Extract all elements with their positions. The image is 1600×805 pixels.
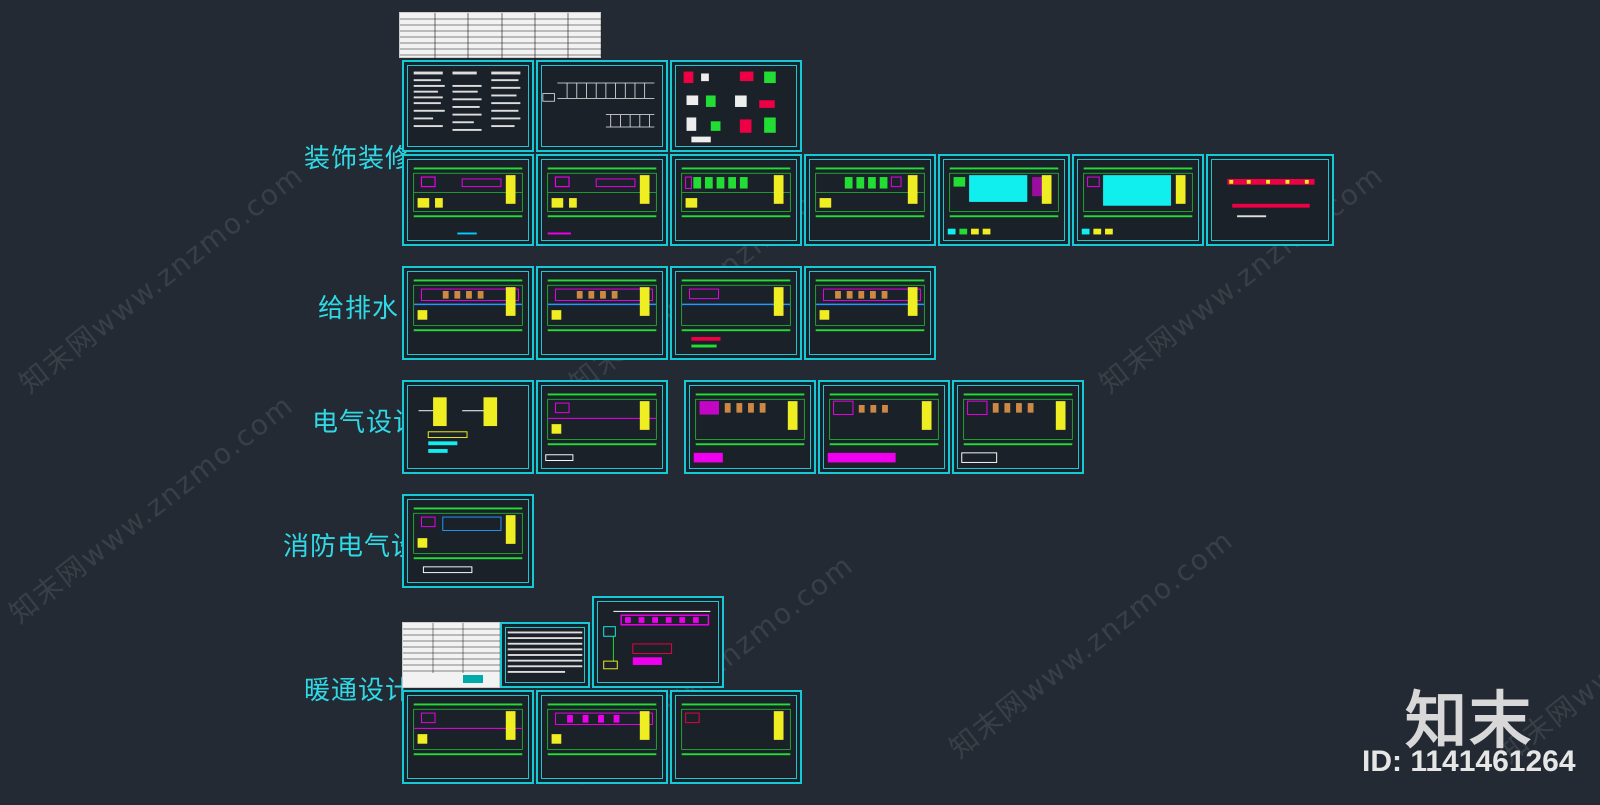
- sheet-electrical-system[interactable]: [402, 380, 534, 474]
- section-label-decoration: 装饰装修: [304, 144, 413, 174]
- sheet-floor-plan[interactable]: [402, 154, 534, 246]
- sheet-elevation[interactable]: [1206, 154, 1334, 246]
- section-label-hvac: 暖通设计: [304, 676, 413, 706]
- sheet-water-plan[interactable]: [402, 266, 534, 360]
- sheet-floor-plan-finish[interactable]: [938, 154, 1070, 246]
- sheet-design-notes[interactable]: [402, 60, 534, 152]
- sheet-detail-drawings[interactable]: [670, 60, 802, 152]
- sheet-water-plan[interactable]: [670, 266, 802, 360]
- sheet-electrical-plan[interactable]: [952, 380, 1084, 474]
- sheet-floor-plan[interactable]: [536, 154, 668, 246]
- sheet-floor-plan[interactable]: [804, 154, 936, 246]
- sheet-water-plan[interactable]: [804, 266, 936, 360]
- watermark: 知末网www.znzmo.com: [943, 522, 1240, 765]
- sheet-hvac-plan[interactable]: [670, 690, 802, 784]
- watermark: 知末网www.znzmo.com: [3, 387, 300, 630]
- sheet-hvac-plan[interactable]: [402, 690, 534, 784]
- brand-logo: 知末: [1405, 684, 1534, 757]
- sheet-floor-plan-finish[interactable]: [1072, 154, 1204, 246]
- sheet-electrical-plan[interactable]: [536, 380, 668, 474]
- asset-id-label: ID: 1141461264: [1362, 745, 1576, 778]
- sheet-water-plan[interactable]: [536, 266, 668, 360]
- section-label-electrical: 电气设计: [312, 408, 421, 438]
- sheet-electrical-plan[interactable]: [818, 380, 950, 474]
- sheet-fire-electrical-plan[interactable]: [402, 494, 534, 588]
- section-label-water-supply-drainage: 给排水: [318, 294, 400, 324]
- sheet-hvac-notes[interactable]: [500, 622, 590, 688]
- sheet-floor-plan[interactable]: [670, 154, 802, 246]
- watermark: 知末网www.znzmo.com: [13, 157, 310, 400]
- sheet-hvac-system-diagram[interactable]: [592, 596, 724, 688]
- sheet-electrical-plan[interactable]: [684, 380, 816, 474]
- drawing-schedule-table[interactable]: [399, 12, 602, 59]
- hvac-schedule-table[interactable]: [402, 622, 501, 688]
- sheet-hvac-plan[interactable]: [536, 690, 668, 784]
- sheet-system-diagram[interactable]: [536, 60, 668, 152]
